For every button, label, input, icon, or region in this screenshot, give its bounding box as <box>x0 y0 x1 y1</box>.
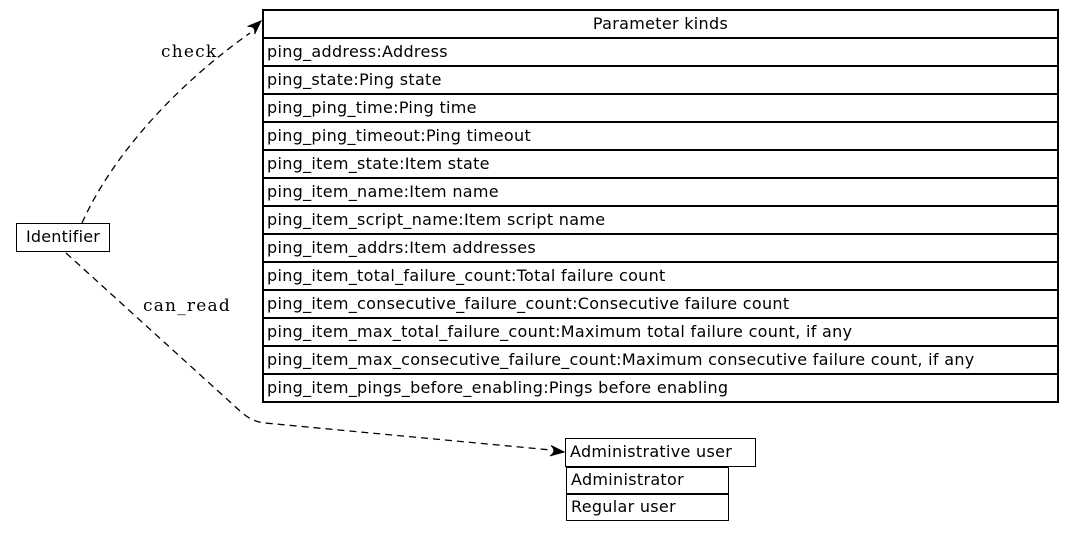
check-arrowhead-icon <box>247 20 263 35</box>
table-row: ping_item_total_failure_count:Total fail… <box>263 262 1058 290</box>
table-row: ping_address:Address <box>263 38 1058 66</box>
identifier-label: Identifier <box>25 227 101 246</box>
can-read-arrowhead-icon <box>549 445 566 457</box>
table-row: ping_ping_time:Ping time <box>263 94 1058 122</box>
table-row: Regular user <box>566 494 729 521</box>
table-row: ping_item_max_consecutive_failure_count:… <box>263 346 1058 374</box>
table-row: ping_item_script_name:Item script name <box>263 206 1058 234</box>
table-row: ping_item_pings_before_enabling:Pings be… <box>263 374 1058 402</box>
edge-label-check: check <box>161 42 218 62</box>
table-row: ping_item_addrs:Item addresses <box>263 234 1058 262</box>
table-row: Administrator <box>566 467 729 494</box>
edge-label-can-read: can_read <box>143 296 231 316</box>
table-row: ping_ping_timeout:Ping timeout <box>263 122 1058 150</box>
table-row: ping_item_name:Item name <box>263 178 1058 206</box>
table-row: ping_state:Ping state <box>263 66 1058 94</box>
node-identifier: Identifier <box>16 223 110 252</box>
admin-user-table-title: Administrative user <box>565 438 756 467</box>
table-row: ping_item_consecutive_failure_count:Cons… <box>263 290 1058 318</box>
check-edge-line <box>81 32 251 224</box>
table-row: ping_item_state:Item state <box>263 150 1058 178</box>
parameter-kinds-table: Parameter kinds ping_address:Address pin… <box>262 9 1059 403</box>
table-row: ping_item_max_total_failure_count:Maximu… <box>263 318 1058 346</box>
admin-user-table: Administrator Regular user <box>566 467 729 521</box>
parameter-kinds-title: Parameter kinds <box>263 10 1058 38</box>
